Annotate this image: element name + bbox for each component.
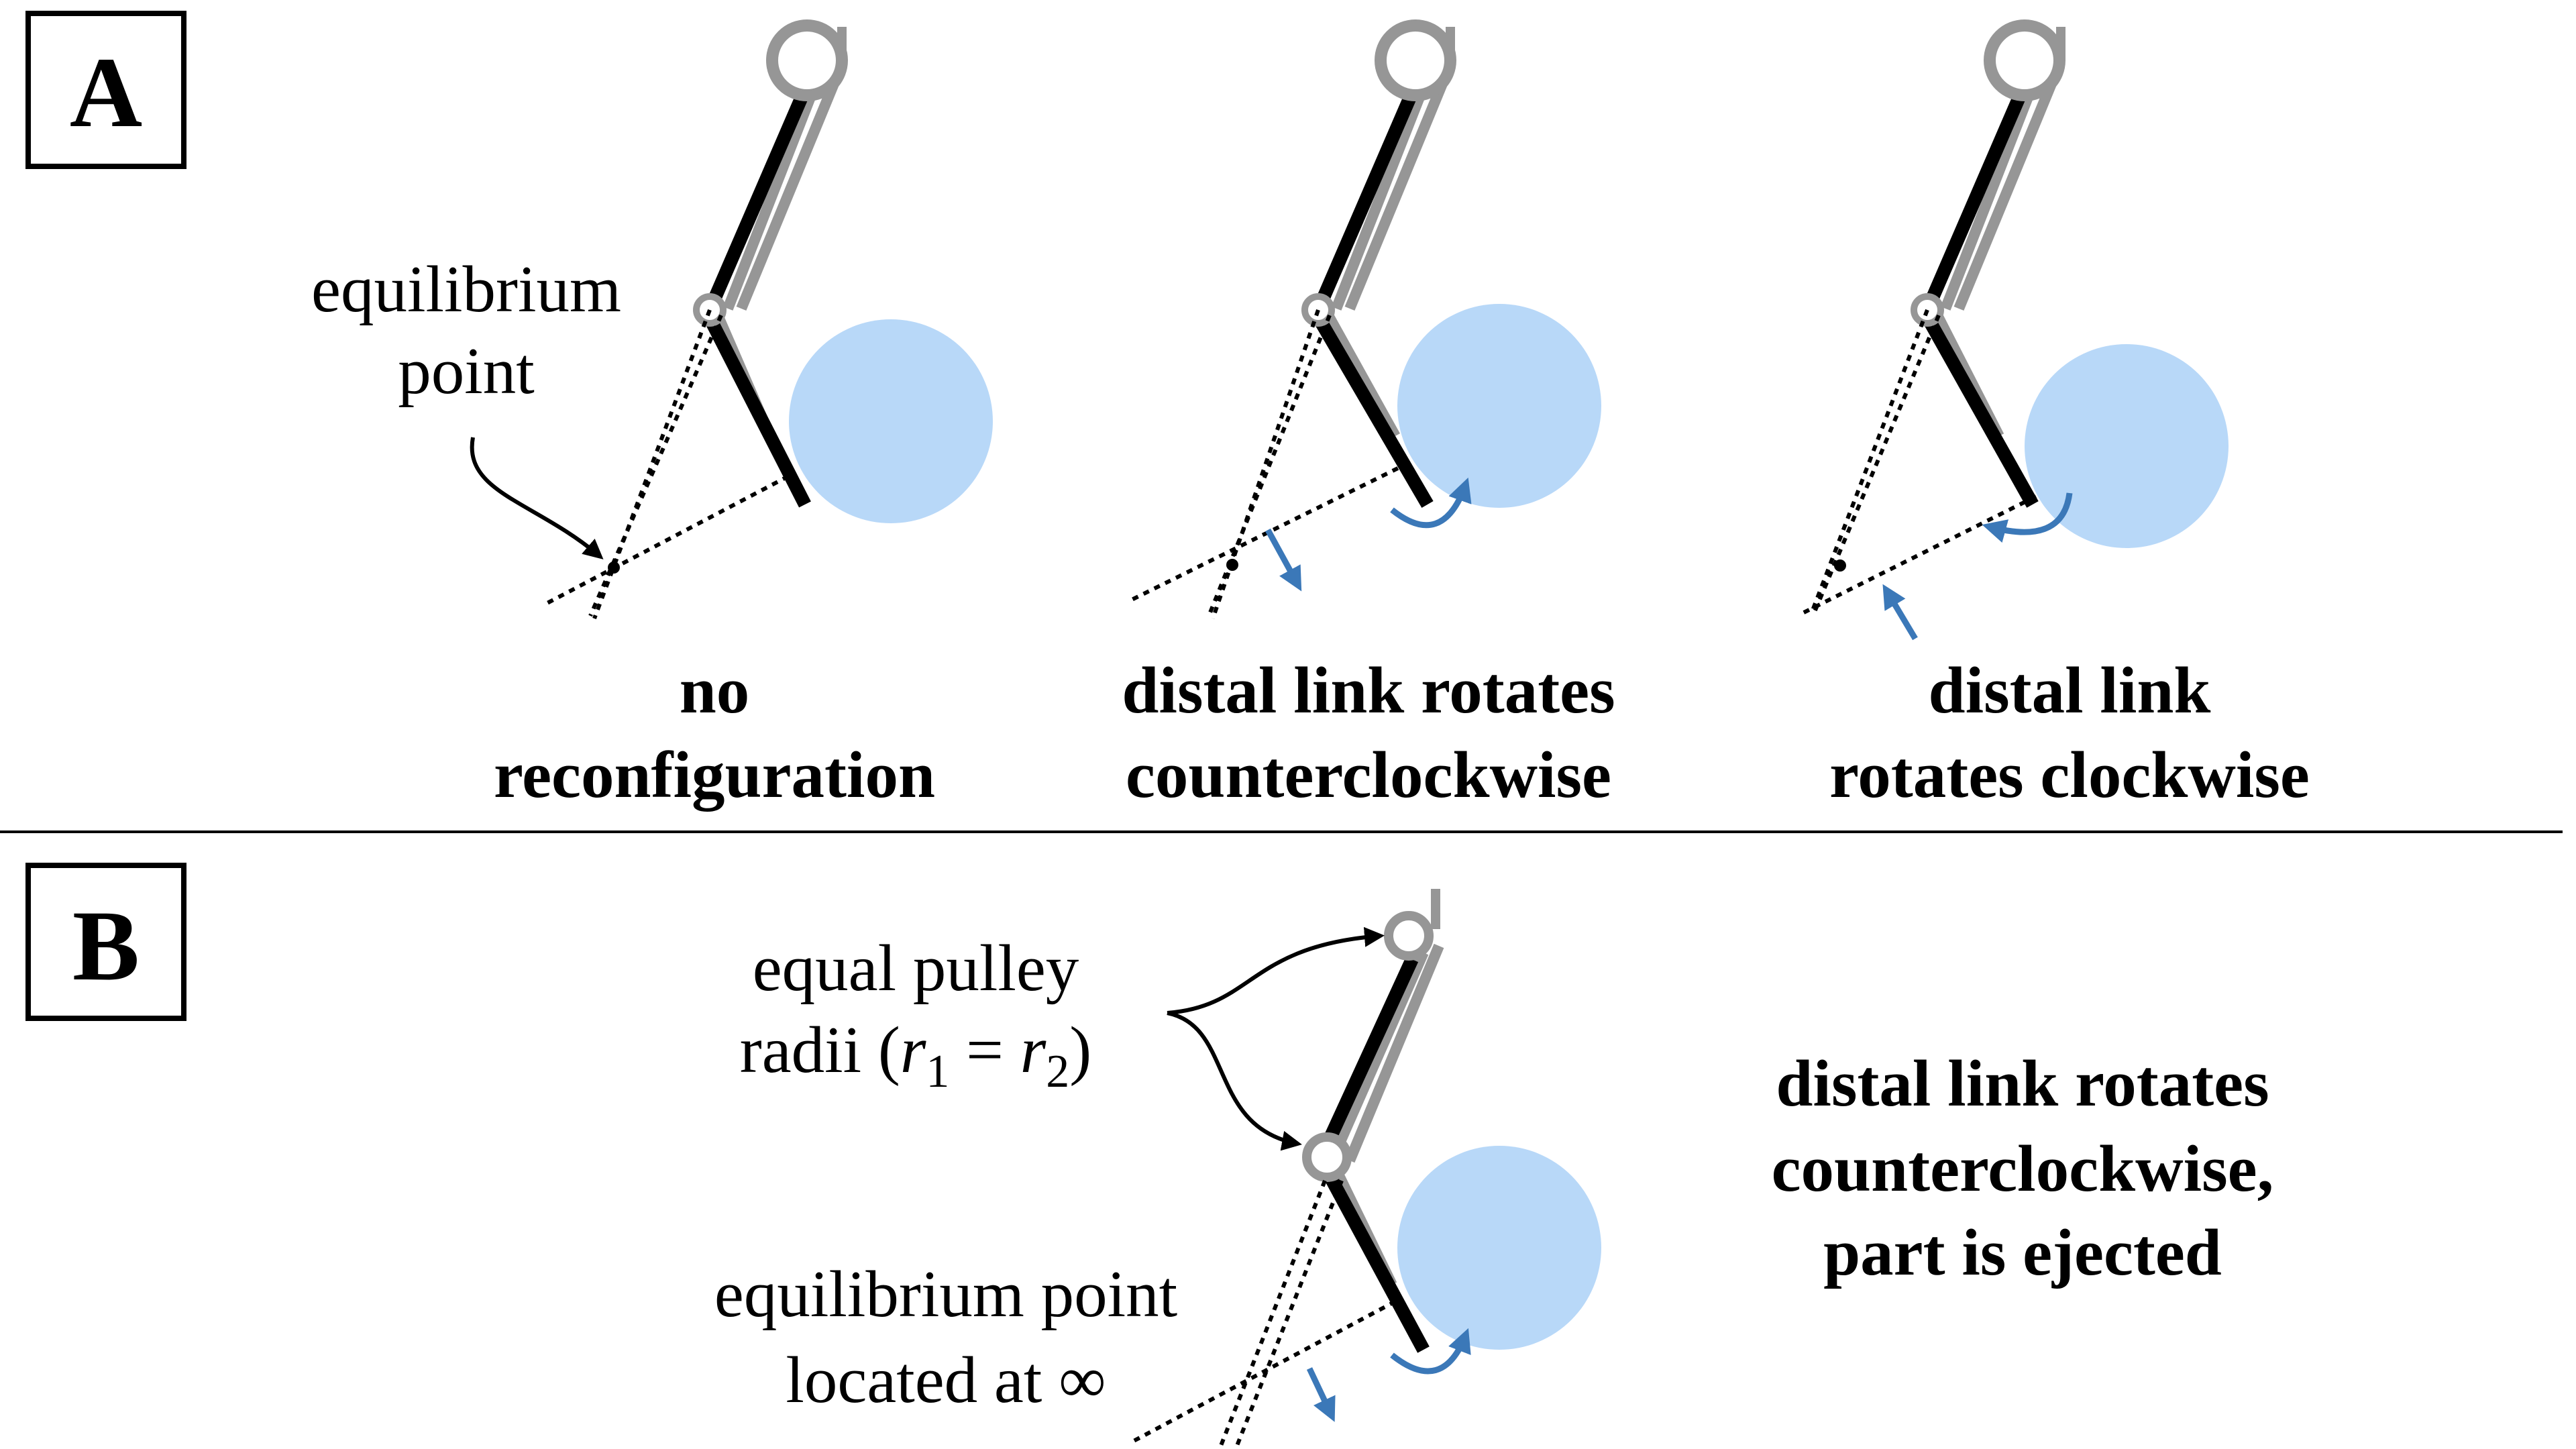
finger-a2	[1129, 19, 1601, 619]
caption-b-line1: distal link rotates	[1776, 1047, 2269, 1120]
object-b	[1397, 1146, 1601, 1350]
proximal-pulley-a2	[1375, 19, 1456, 101]
force-line-a2-3	[1129, 461, 1410, 602]
pulley-label-line1: equal pulley	[753, 932, 1079, 1005]
equilibrium-point-a3	[1834, 559, 1846, 572]
tendon-proximal-a3	[1940, 92, 2035, 311]
force-line-b-1	[1218, 1179, 1327, 1449]
equilibrium-shift-arrow-a2	[1265, 528, 1302, 592]
cw-rotation-arrow-a3	[1982, 492, 2073, 543]
caption-b-line3: part is ejected	[1823, 1216, 2222, 1289]
force-line-a1-3	[542, 474, 790, 607]
panel-b-letter: B	[72, 890, 140, 1002]
pulley-label-eq: =	[949, 1014, 1020, 1087]
panel-a-letter: A	[70, 37, 142, 148]
caption-a2-line2: counterclockwise	[1126, 739, 1611, 812]
force-line-b-3	[1132, 1299, 1397, 1443]
panel-a: A equilibrium point	[25, 11, 2310, 812]
force-line-a3-2	[1813, 314, 1941, 613]
equilibrium-pointer-arrow	[470, 437, 604, 559]
tendon-outer-a1	[736, 81, 839, 311]
tendon-proximal-a2	[1331, 92, 1426, 311]
pulley-label-line2: radii (r1 = r2)	[740, 1014, 1092, 1097]
pulley-label-post: )	[1069, 1014, 1091, 1087]
distal-link-a1	[705, 317, 811, 508]
caption-a3-line2: rotates clockwise	[1829, 739, 2310, 812]
force-line-a2-1	[1211, 309, 1320, 619]
pulley-pointer-arrow-top	[1167, 926, 1385, 1015]
ccw-rotation-arrow-a2	[1390, 477, 1472, 529]
tendon-proximal-b	[1330, 950, 1429, 1157]
proximal-link-b	[1311, 956, 1419, 1167]
proximal-pulley-b	[1384, 911, 1434, 961]
finger-a3	[1800, 19, 2229, 641]
tendon-outer-a3	[1953, 81, 2057, 311]
equilibrium-infinity-line1: equilibrium point	[714, 1258, 1177, 1331]
distal-link-a2	[1314, 317, 1434, 508]
proximal-link-a2	[1311, 95, 1417, 313]
object-a2	[1397, 304, 1601, 508]
equilibrium-shift-arrow-b	[1306, 1367, 1336, 1422]
distal-link-b	[1321, 1167, 1430, 1353]
force-line-a2-2	[1207, 314, 1332, 617]
proximal-pulley-a1	[766, 19, 848, 101]
force-line-a3-1	[1809, 309, 1929, 615]
equilibrium-label-line1: equilibrium	[311, 253, 621, 326]
pulley-label-sub1: 1	[926, 1046, 949, 1097]
object-a3	[2025, 344, 2229, 548]
equilibrium-label-line2: point	[398, 335, 535, 408]
panel-a-letter-box	[25, 11, 186, 169]
proximal-pulley-a3	[1984, 19, 2065, 101]
panel-b: B equal pulley radii (r1 = r2) equilibri…	[25, 863, 2274, 1449]
tendon-proximal-a1	[722, 92, 817, 311]
distal-link-a3	[1923, 317, 2039, 508]
tendon-outer-b	[1344, 943, 1444, 1163]
equilibrium-point-a2	[1226, 559, 1238, 571]
pulley-pointer-arrow-bottom	[1167, 1011, 1302, 1151]
finger-a1: equilibrium point	[311, 19, 993, 620]
tendon-distal-a2	[1324, 313, 1400, 439]
equilibrium-shift-arrow-a3	[1882, 584, 1918, 641]
finger-b	[1132, 889, 1601, 1449]
distal-pulley-b	[1302, 1132, 1352, 1182]
proximal-link-a3	[1921, 95, 2026, 313]
tendon-outer-a2	[1344, 81, 1448, 311]
pulley-label-sub2: 2	[1046, 1046, 1069, 1097]
pulley-label-r1: r	[900, 1014, 926, 1087]
equilibrium-infinity-line2: located at ∞	[786, 1344, 1106, 1417]
ccw-rotation-arrow-b	[1390, 1328, 1471, 1375]
panel-b-letter-box	[25, 863, 186, 1021]
pulley-label-r2: r	[1020, 1014, 1046, 1087]
caption-a3-line1: distal link	[1929, 654, 2211, 727]
caption-a2-line1: distal link rotates	[1122, 654, 1615, 727]
object-a1	[789, 319, 993, 523]
force-line-a3-3	[1800, 494, 2037, 616]
caption-b-line2: counterclockwise,	[1772, 1132, 2274, 1205]
proximal-link-a1	[703, 95, 808, 313]
caption-a1-line1: no	[680, 654, 750, 727]
caption-a1-line2: reconfiguration	[494, 739, 935, 812]
equilibrium-point-a1	[608, 561, 620, 574]
pulley-label-pre: radii (	[740, 1014, 900, 1087]
